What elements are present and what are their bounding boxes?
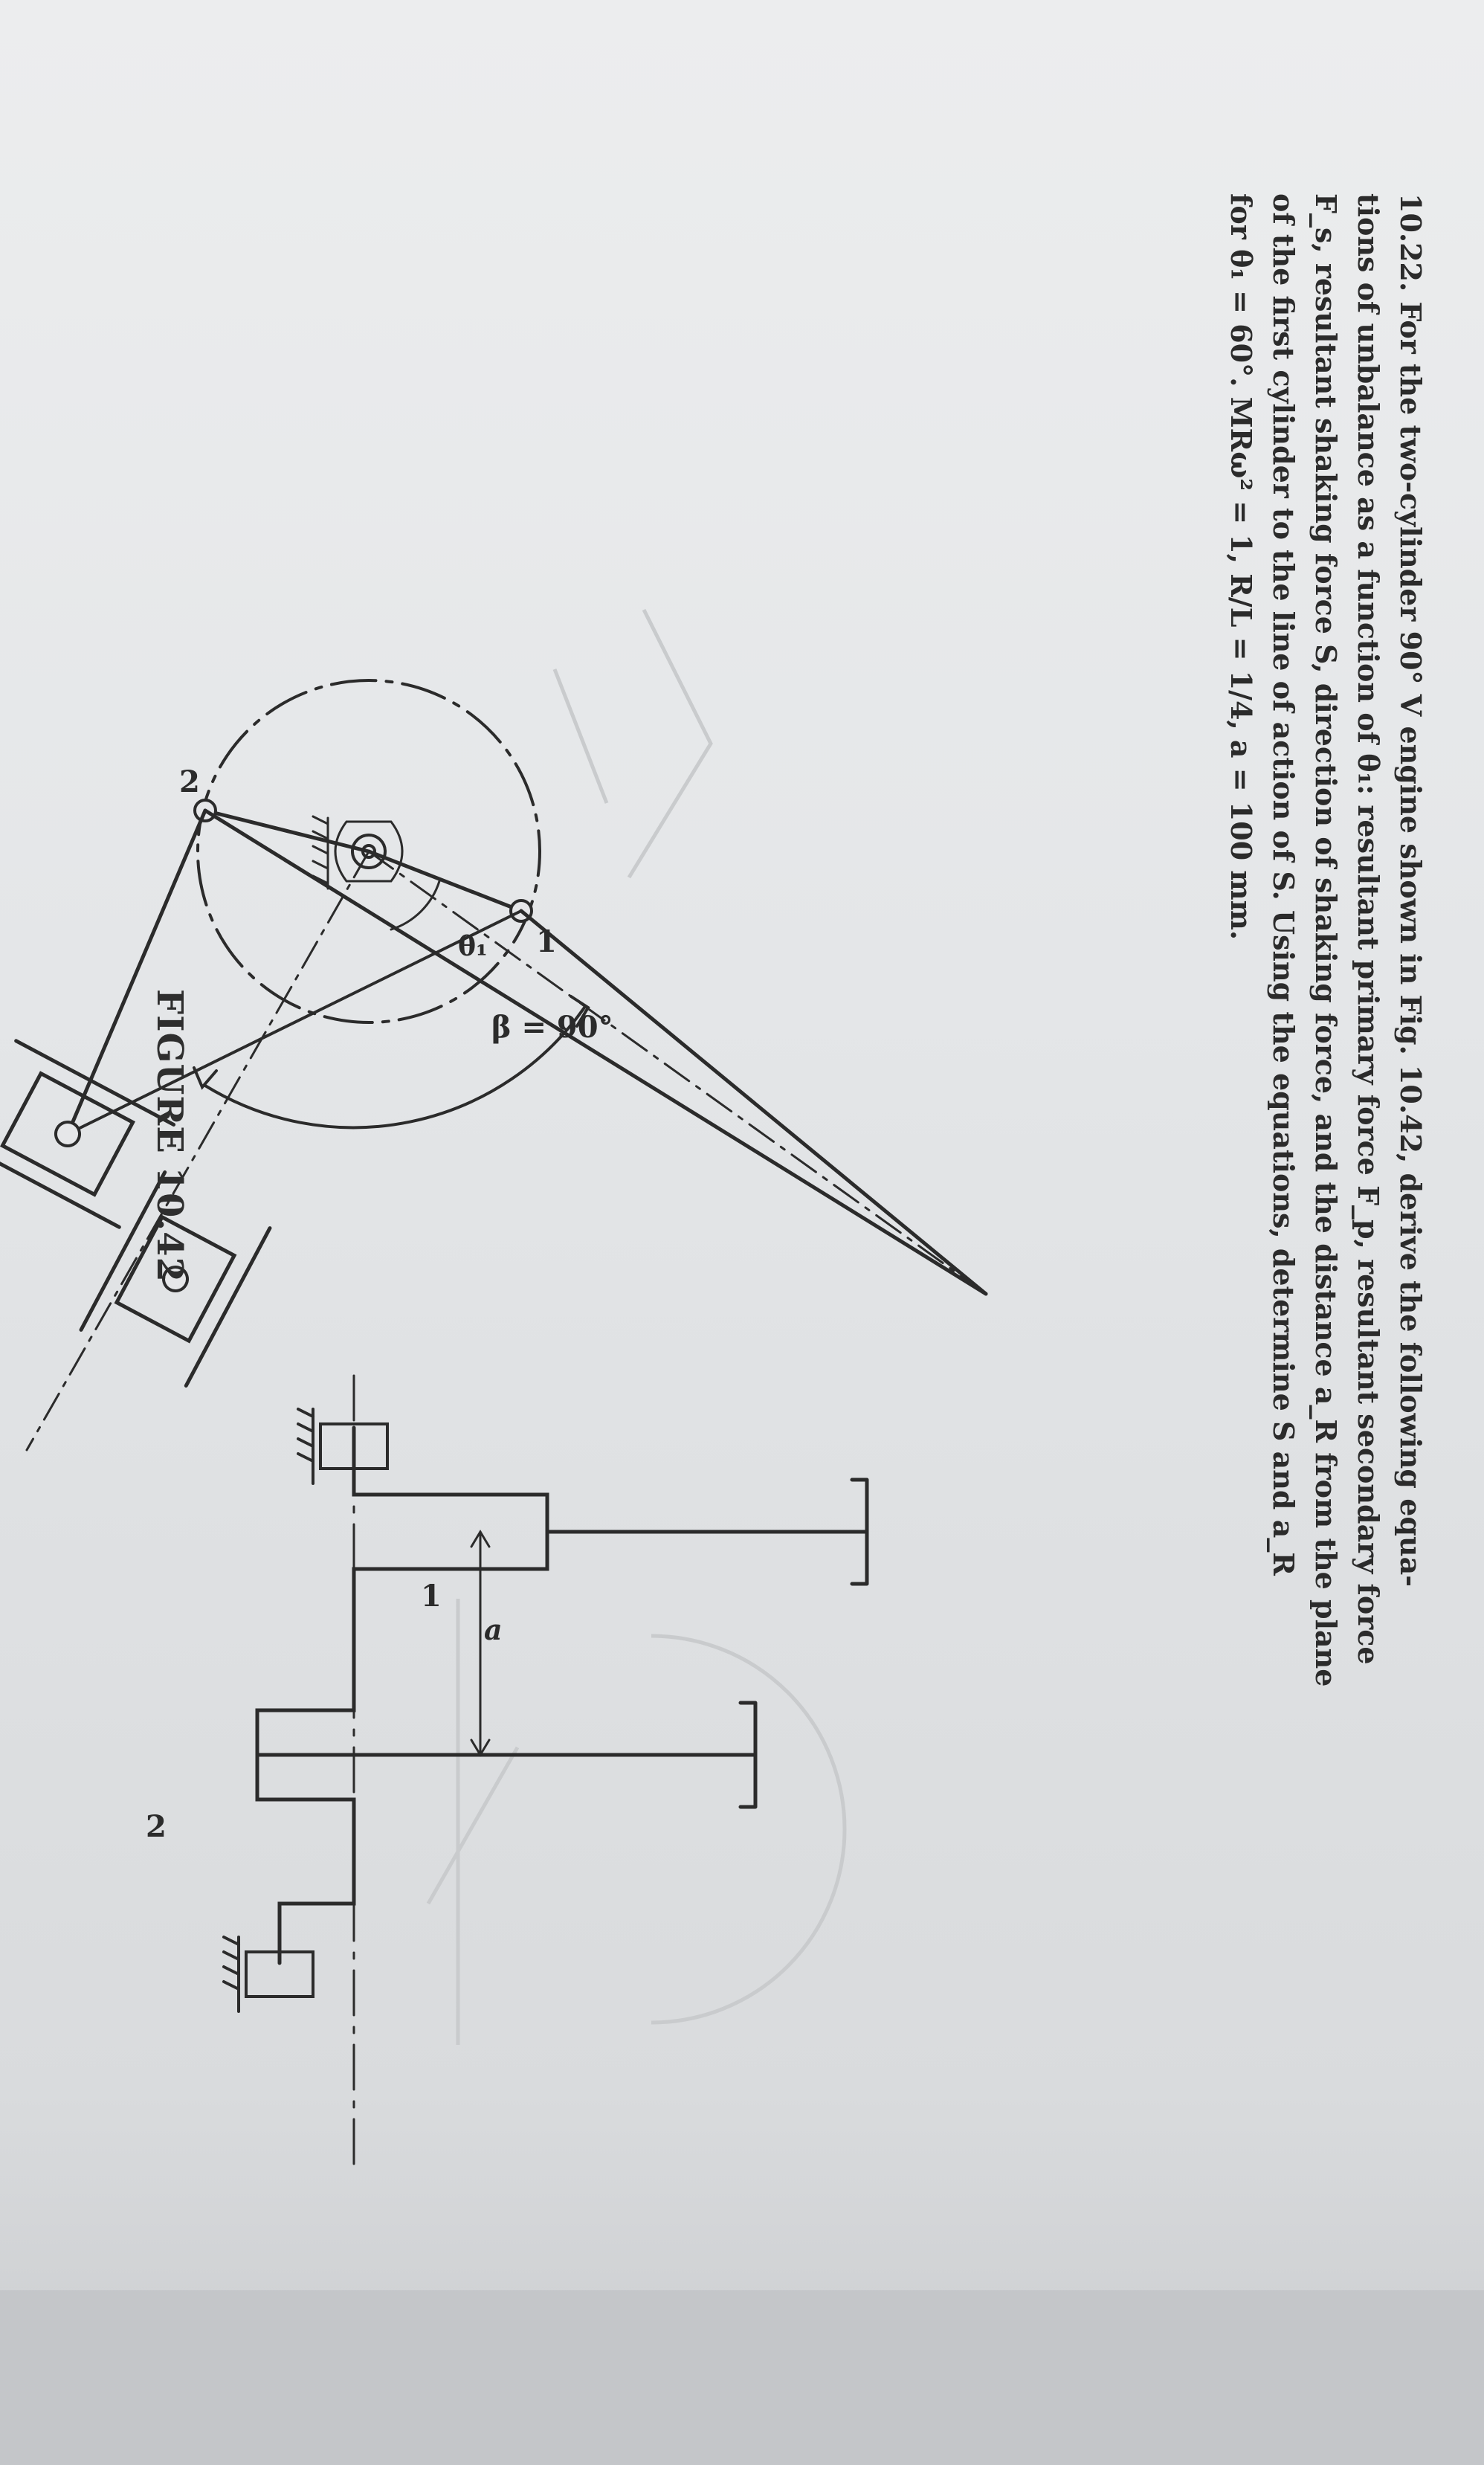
bearing-right (222, 1936, 314, 2013)
crank-2-label: 2 (179, 764, 200, 799)
figure-caption: FIGURE 10.42 (149, 989, 190, 1283)
crank-arm-1 (367, 849, 523, 913)
beta-arrow-1 (570, 995, 590, 1028)
shaft-label-2: 2 (146, 1809, 167, 1844)
piston-1 (0, 1039, 176, 1229)
page-shadow (0, 2290, 1484, 2465)
cylinder-2-axis (25, 850, 370, 1451)
bearing-cap (334, 820, 404, 883)
beta-label: β = 90° (491, 1010, 613, 1045)
dimension-a-arrow-right (470, 1739, 491, 1757)
bearing-left (297, 1408, 389, 1485)
rod-cap-1 (850, 1478, 869, 1586)
rod-cap-2 (738, 1701, 758, 1809)
bleed-through-marks (426, 608, 847, 2045)
dimension-a-arrow-left (470, 1530, 491, 1548)
shaft-label-1: 1 (421, 1579, 442, 1614)
crank-arm-2 (203, 808, 371, 854)
cylinder-1-axis (367, 850, 987, 1295)
connecting-rod-1 (519, 909, 988, 1296)
piston-2 (79, 1170, 272, 1388)
crankshaft-outline (255, 1425, 549, 1965)
theta-label: θ₁ (458, 931, 488, 962)
beta-arc (204, 1006, 586, 1130)
main-bearing-outer (351, 834, 387, 869)
crank-circle (196, 679, 541, 1024)
crankshaft-side-view (222, 1374, 869, 2173)
dimension-a-label: a (484, 1613, 503, 1646)
connecting-rod-1b (203, 808, 988, 1296)
theta-arc (390, 880, 441, 931)
v-engine-schematic (0, 679, 988, 1451)
crank-1-label: 1 (536, 924, 557, 959)
ground-hatch (312, 815, 329, 890)
connecting-rod-2b (66, 909, 523, 1135)
beta-arrow-2 (193, 1066, 218, 1090)
